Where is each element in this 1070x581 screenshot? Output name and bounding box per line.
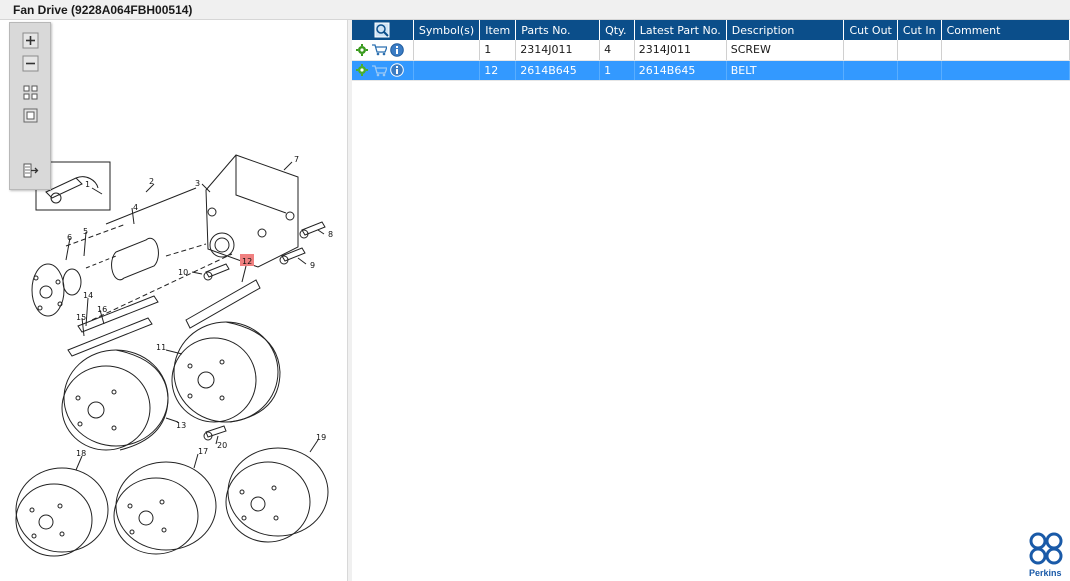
add-to-cart-icon[interactable]	[371, 64, 387, 77]
perkins-logo-icon	[1029, 532, 1063, 565]
diagram-pane[interactable]: 1 2 3 4 5 6 7 8 9 10 11 12 13 14 15 16 1…	[6, 20, 348, 581]
callout-4[interactable]: 4	[133, 203, 138, 212]
row-comment-cell	[941, 60, 1070, 81]
callout-highlight	[240, 254, 254, 266]
parts-table: Symbol(s) Item Parts No. Qty. Latest Par…	[352, 20, 1070, 81]
callout-19[interactable]: 19	[316, 433, 326, 442]
window-title: Fan Drive (9228A064FBH00514)	[13, 3, 193, 17]
exploded-parts-diagram[interactable]: 1 2 3 4 5 6 7 8 9 10 11 12 13 14 15 16 1…	[6, 20, 348, 581]
zoom-out-button[interactable]	[21, 54, 40, 73]
row-parts-no-cell: 2614B645	[515, 60, 601, 81]
callout-14[interactable]: 14	[83, 291, 93, 300]
column-header-qty[interactable]: Qty.	[599, 20, 635, 40]
callout-2[interactable]: 2	[149, 177, 154, 186]
row-cut-out-cell	[843, 40, 898, 61]
callout-18[interactable]: 18	[76, 449, 86, 458]
column-header-parts-no[interactable]: Parts No.	[515, 20, 601, 40]
row-symbols-cell	[413, 40, 481, 61]
callout-7[interactable]: 7	[294, 155, 299, 164]
row-cut-out-cell	[843, 60, 898, 81]
row-cut-in-cell	[897, 60, 942, 81]
callout-12[interactable]: 12	[242, 257, 252, 266]
row-latest-part-no-cell: 2614B645	[634, 60, 727, 81]
row-parts-no-cell: 2314J011	[515, 40, 601, 61]
callout-5[interactable]: 5	[83, 227, 88, 236]
export-button[interactable]	[21, 161, 40, 180]
column-header-comment[interactable]: Comment	[941, 20, 1070, 40]
callout-9[interactable]: 9	[310, 261, 315, 270]
table-row[interactable]: 1 2314J011 4 2314J011 SCREW	[352, 40, 1070, 61]
window-title-bar: Fan Drive (9228A064FBH00514)	[0, 0, 1070, 20]
column-header-item[interactable]: Item	[479, 20, 517, 40]
callout-1[interactable]: 1	[85, 180, 90, 189]
callout-15[interactable]: 15	[76, 313, 86, 322]
info-icon[interactable]	[390, 63, 404, 77]
row-comment-cell	[941, 40, 1070, 61]
left-edge	[0, 20, 6, 581]
callout-16[interactable]: 16	[97, 305, 107, 314]
pane-splitter[interactable]	[348, 20, 352, 581]
brand-logo: Perkins	[1026, 530, 1070, 580]
fit-all-icon	[23, 85, 38, 100]
row-qty-cell: 1	[599, 60, 635, 81]
column-header-search[interactable]	[352, 20, 414, 40]
zoom-in-button[interactable]	[21, 31, 40, 50]
logo-text: Perkins	[1029, 568, 1062, 578]
callout-11[interactable]: 11	[156, 343, 166, 352]
row-latest-part-no-cell: 2314J011	[634, 40, 727, 61]
zoom-out-icon	[22, 55, 39, 72]
row-description-cell: SCREW	[726, 40, 845, 61]
callout-8[interactable]: 8	[328, 230, 333, 239]
column-header-description[interactable]: Description	[726, 20, 845, 40]
column-header-cut-in[interactable]: Cut In	[897, 20, 942, 40]
fit-all-button[interactable]	[21, 83, 40, 102]
row-item-cell: 1	[479, 40, 517, 61]
row-actions-cell	[352, 60, 414, 81]
gear-icon[interactable]	[356, 43, 368, 56]
fit-page-button[interactable]	[21, 106, 40, 125]
callout-17[interactable]: 17	[198, 447, 208, 456]
parts-grid-pane: Symbol(s) Item Parts No. Qty. Latest Par…	[352, 20, 1070, 581]
callout-6[interactable]: 6	[67, 233, 72, 242]
column-header-cut-out[interactable]: Cut Out	[843, 20, 898, 40]
gear-icon[interactable]	[356, 64, 368, 76]
table-row-selected[interactable]: 12 2614B645 1 2614B645 BELT	[352, 60, 1070, 81]
zoom-toolbar	[9, 22, 51, 190]
column-header-symbols[interactable]: Symbol(s)	[413, 20, 481, 40]
row-symbols-cell	[413, 60, 481, 81]
callout-10[interactable]: 10	[178, 268, 188, 277]
callout-13[interactable]: 13	[176, 421, 186, 430]
callout-3[interactable]: 3	[195, 179, 200, 188]
fit-page-icon	[23, 108, 38, 123]
info-icon[interactable]	[390, 42, 404, 57]
zoom-in-icon	[22, 32, 39, 49]
column-header-latest-part-no[interactable]: Latest Part No.	[634, 20, 727, 40]
row-cut-in-cell	[897, 40, 942, 61]
row-actions-cell	[352, 40, 414, 61]
export-icon	[23, 163, 39, 178]
callout-20[interactable]: 20	[217, 441, 227, 450]
table-header-row: Symbol(s) Item Parts No. Qty. Latest Par…	[352, 20, 1070, 40]
search-parts-icon	[374, 22, 390, 38]
row-qty-cell: 4	[599, 40, 635, 61]
add-to-cart-icon[interactable]	[371, 43, 387, 56]
row-description-cell: BELT	[726, 60, 845, 81]
row-item-cell: 12	[479, 60, 517, 81]
